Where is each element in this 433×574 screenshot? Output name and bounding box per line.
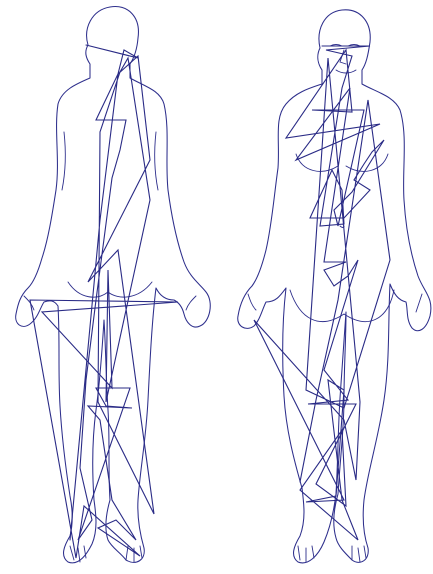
- back-shoulder-line-left: [62, 132, 65, 190]
- front-chest-left: [296, 154, 338, 171]
- front-trace-path: [254, 46, 390, 540]
- front-view-figure: [238, 10, 431, 563]
- front-thumb-right: [416, 294, 422, 312]
- back-thumb-right: [186, 296, 196, 310]
- front-thigh-line: [290, 290, 394, 322]
- back-view-figure: [16, 7, 211, 563]
- front-foot-right: [352, 546, 366, 562]
- back-silhouette: [16, 7, 211, 563]
- back-buttock-line: [68, 282, 152, 297]
- back-shoulder-line-right: [155, 132, 158, 190]
- front-thumb-left: [248, 294, 256, 310]
- back-thumb-left: [24, 296, 34, 310]
- front-mouth: [336, 70, 356, 73]
